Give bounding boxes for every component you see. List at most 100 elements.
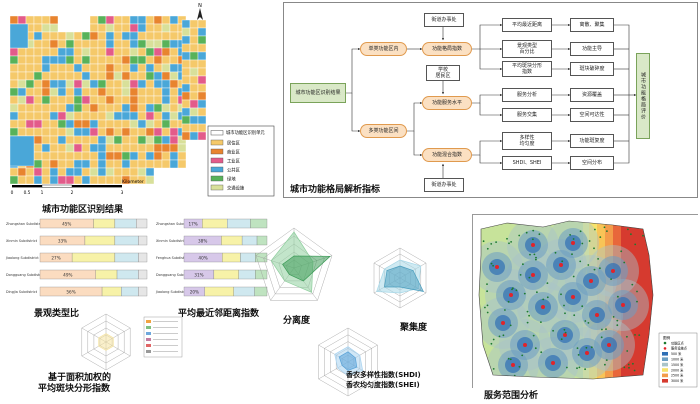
functional-zone-point [534,347,537,350]
functional-zone-point [626,350,629,352]
functional-zone-point [538,233,541,236]
functional-zone-point [601,328,603,331]
functional-zone-point [590,346,593,349]
radar-cluster-caption: 聚集度 [400,323,428,333]
flow-l2-0: 功能格局指数 [422,42,472,56]
bar-segment [204,286,234,297]
north-arrow-icon: N [197,3,203,20]
service-facility-point [509,293,513,297]
bar-row-label: Jiaolong Subdistrict [155,290,189,294]
functional-zone-point [526,310,529,313]
functional-zone-point [486,290,488,293]
functional-zone-point [502,334,505,337]
functional-zone-point [535,258,537,261]
functional-zone-point [533,253,536,256]
map1-legend-label: 居住区 [227,139,241,146]
functional-zone-point [569,234,571,236]
service-legend-label: 500 米 [671,351,682,356]
bar-segment [101,286,122,297]
flow-note-bottom: 街道办事处 [424,178,464,192]
functional-zone-point [572,238,575,240]
functional-zone-point [525,231,528,234]
service-facility-point [571,295,575,299]
functional-zone-point [628,366,630,369]
bar-row-label: Xinmin Subdistrict [156,239,188,243]
radar-fragmentation [246,222,342,314]
service-facility-point [531,273,535,277]
map1-legend-swatch [210,139,224,146]
radar-legend-swatch [146,320,151,323]
map1-legend-title: 城市功能区识别单元 [226,129,265,136]
functional-zone-point [636,290,638,293]
map1-caption: 城市功能区识别结果 [42,205,124,215]
functional-zone-point [518,365,521,368]
functional-zone-point [523,292,526,295]
functional-zone-point [486,283,488,285]
functional-zone-point [540,321,542,323]
flow-l1-1: 多类功能区间 [360,124,407,138]
bar-segment [71,252,116,263]
functional-zone-point [563,328,566,331]
flow-l3-4: 服务交集 [502,108,552,122]
bar-segment [114,235,139,246]
functional-zone-point [604,363,606,366]
functional-zone-point [576,367,578,370]
flow-l4-1: 功能主导 [570,42,614,56]
bar-segment [84,235,116,246]
functional-zone-point [490,243,493,245]
radar-legend-swatch [146,326,151,329]
radar-shape-caption-1: 基于面积加权的 [48,373,112,383]
service-facility-point [571,241,575,245]
service-facility-point [607,343,611,347]
bar-segment [256,235,268,246]
service-legend-swatch [662,357,668,361]
service-facility-point [559,263,563,267]
service-facility-point [551,361,555,365]
flow-l3-1: 景观类型 百分比 [502,40,552,58]
functional-zone-point [529,253,531,256]
functional-zone-point [566,366,568,369]
service-facility-point [501,321,505,325]
radar-series [383,265,425,292]
functional-zone-point [605,328,607,330]
scale-tick-label: 2 [71,190,74,196]
flow-l3-6: SHDI、SHEI [502,156,552,170]
functional-zone-point [482,240,485,243]
north-label: N [198,3,202,9]
functional-zone-point [552,329,554,332]
radar-series [282,255,331,282]
functional-zone-point [605,359,608,361]
functional-zone-point [638,334,641,336]
service-facility-point [595,313,599,317]
service-caption: 服务范围分析 [484,391,539,401]
functional-zone-point [528,314,530,317]
functional-zone-point [561,260,564,263]
functional-zone-point [495,241,497,243]
functional-zone-point [573,314,576,317]
radar-legend-swatch [146,344,151,347]
functional-zone-point [623,366,626,369]
scale-tick-label: 0.5 [24,190,31,196]
functional-zone-point [509,324,512,327]
flow-l3-5: 多样性 均匀度 [502,132,552,150]
bar-segment [202,218,228,229]
functional-zone-point [593,268,596,271]
functional-zone-point [546,296,549,299]
functional-zone-point [634,334,636,336]
functional-zone-point [560,293,562,296]
functional-zone-point [490,342,493,345]
bar-segment [213,269,239,280]
bar-segment [138,286,148,297]
service-legend-swatch [663,347,667,350]
functional-zone-point [486,304,489,307]
service-legend-swatch [662,373,668,378]
scale-unit: Kilometer [122,179,144,185]
functional-zone-point [511,288,513,291]
functional-zone-point [603,226,606,229]
radar-diversity-caption-1: 香农多样性指数(SHDI) [346,371,421,379]
functional-zone-point [546,282,549,284]
bar-segment [121,286,139,297]
functional-zone-point [563,304,565,307]
